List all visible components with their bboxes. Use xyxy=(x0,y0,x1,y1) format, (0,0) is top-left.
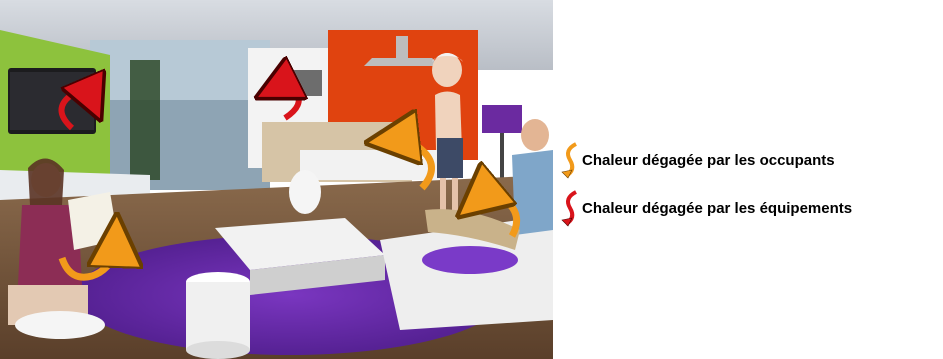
legend-label-equipment: Chaleur dégagée par les équipements xyxy=(582,200,852,217)
legend: Chaleur dégagée par les occupants Chaleu… xyxy=(560,140,943,250)
legend-item-equipment: Chaleur dégagée par les équipements xyxy=(560,188,943,228)
man-sitting-head xyxy=(521,119,549,151)
living-room-illustration xyxy=(0,0,553,359)
plant xyxy=(130,60,160,180)
cushion xyxy=(422,246,518,274)
legend-item-occupants: Chaleur dégagée par les occupants xyxy=(560,140,943,180)
chair xyxy=(15,311,105,339)
legend-label-occupants: Chaleur dégagée par les occupants xyxy=(582,152,835,169)
floor-lamp xyxy=(482,105,522,133)
woman-standing-head xyxy=(432,53,462,87)
curved-arrow-icon xyxy=(560,140,582,180)
curved-arrow-icon xyxy=(560,188,582,228)
vase xyxy=(289,170,321,214)
book xyxy=(68,192,118,250)
